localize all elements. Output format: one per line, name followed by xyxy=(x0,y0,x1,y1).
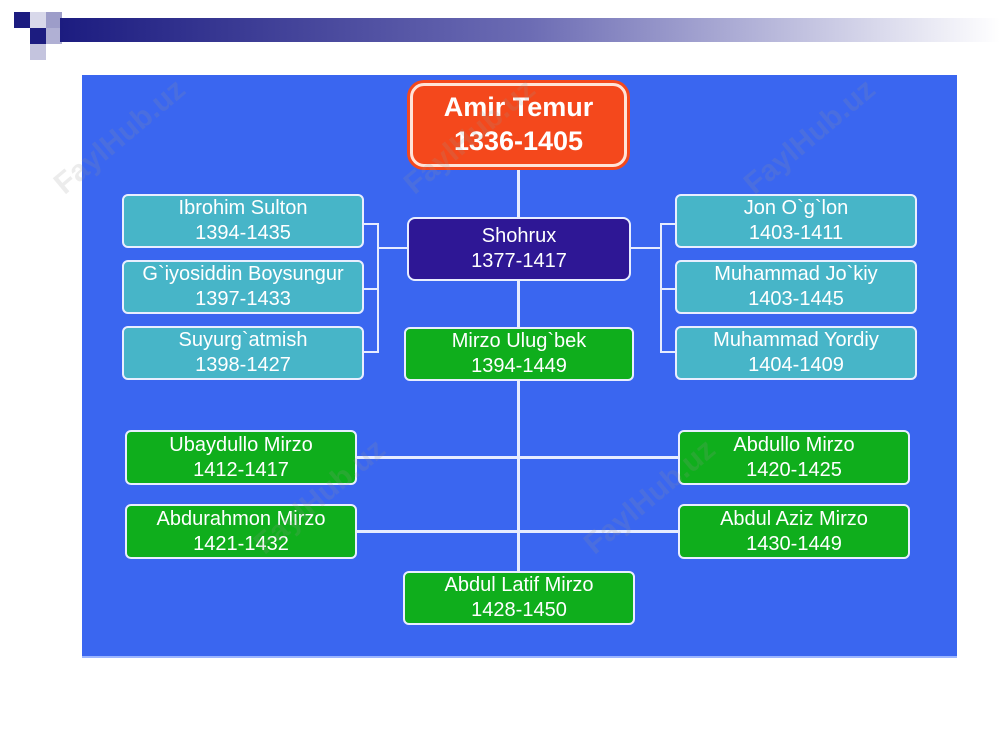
node-name: Abdurahmon Mirzo xyxy=(156,507,326,530)
node-name: Abdul Latif Mirzo xyxy=(444,574,594,596)
left-bracket-line xyxy=(362,223,379,225)
node-right-son: Muhammad Yordiy 1404-1409 xyxy=(675,326,917,380)
node-grandchild-right: Abdullo Mirzo 1420-1425 xyxy=(678,430,910,485)
node-grandchild-left: Abdurahmon Mirzo 1421-1432 xyxy=(125,504,357,559)
node-name: Muhammad Yordiy xyxy=(713,329,879,351)
node-dates: 1412-1417 xyxy=(193,458,289,481)
node-left-son: Suyurg`atmish 1398-1427 xyxy=(122,326,364,380)
node-grandchild-right: Abdul Aziz Mirzo 1430-1449 xyxy=(678,504,910,559)
node-name: Ubaydullo Mirzo xyxy=(169,433,313,456)
node-dates: 1394-1435 xyxy=(195,222,291,244)
node-left-son: Ibrohim Sulton 1394-1435 xyxy=(122,194,364,248)
node-dates: 1428-1450 xyxy=(471,599,567,621)
right-bracket-line xyxy=(630,247,662,249)
banner-gradient-bar xyxy=(60,18,1000,42)
title-banner xyxy=(0,0,1000,60)
node-dates: 1397-1433 xyxy=(195,288,291,310)
banner-square xyxy=(30,44,46,60)
node-shohrux: Shohrux 1377-1417 xyxy=(407,217,631,281)
root-node-amir-temur: Amir Temur 1336-1405 xyxy=(410,83,627,167)
node-abdul-latif: Abdul Latif Mirzo 1428-1450 xyxy=(403,571,635,625)
left-bracket-line xyxy=(377,247,407,249)
node-name: Muhammad Jo`kiy xyxy=(714,263,878,285)
banner-square xyxy=(46,12,62,28)
node-dates: 1403-1445 xyxy=(748,288,844,310)
node-dates: 1430-1449 xyxy=(746,532,842,555)
node-left-son: G`iyosiddin Boysungur 1397-1433 xyxy=(122,260,364,314)
node-ulugbek: Mirzo Ulug`bek 1394-1449 xyxy=(404,327,634,381)
right-bracket-line xyxy=(660,223,677,225)
right-bracket-line xyxy=(660,288,677,290)
node-name: Ibrohim Sulton xyxy=(178,197,308,219)
right-bracket-line xyxy=(660,351,677,353)
banner-square xyxy=(30,28,46,44)
node-dates: 1394-1449 xyxy=(471,355,567,377)
node-name: Abdullo Mirzo xyxy=(733,433,855,456)
node-name: Jon O`g`lon xyxy=(743,197,849,219)
banner-square xyxy=(14,12,30,28)
node-dates: 1421-1432 xyxy=(193,532,289,555)
grandchildren-row2-line xyxy=(355,530,682,533)
node-dates: 1377-1417 xyxy=(471,250,567,272)
node-grandchild-left: Ubaydullo Mirzo 1412-1417 xyxy=(125,430,357,485)
node-right-son: Jon O`g`lon 1403-1411 xyxy=(675,194,917,248)
banner-square xyxy=(46,28,62,44)
node-name: G`iyosiddin Boysungur xyxy=(142,263,344,285)
node-dates: 1404-1409 xyxy=(748,354,844,376)
left-bracket-line xyxy=(362,288,379,290)
node-name: Abdul Aziz Mirzo xyxy=(720,507,868,530)
node-right-son: Muhammad Jo`kiy 1403-1445 xyxy=(675,260,917,314)
node-dates: 1398-1427 xyxy=(195,354,291,376)
node-name: Shohrux xyxy=(481,225,557,247)
left-bracket-line xyxy=(362,351,379,353)
banner-square xyxy=(30,12,46,28)
node-name: Suyurg`atmish xyxy=(178,329,308,351)
grandchildren-row1-line xyxy=(355,456,682,459)
node-name: Mirzo Ulug`bek xyxy=(451,330,587,352)
family-tree-diagram: Amir Temur 1336-1405 Shohrux 1377-1417 I… xyxy=(82,75,957,658)
node-name: Amir Temur xyxy=(443,92,594,123)
node-dates: 1420-1425 xyxy=(746,458,842,481)
node-dates: 1336-1405 xyxy=(453,126,584,156)
node-dates: 1403-1411 xyxy=(748,222,844,244)
